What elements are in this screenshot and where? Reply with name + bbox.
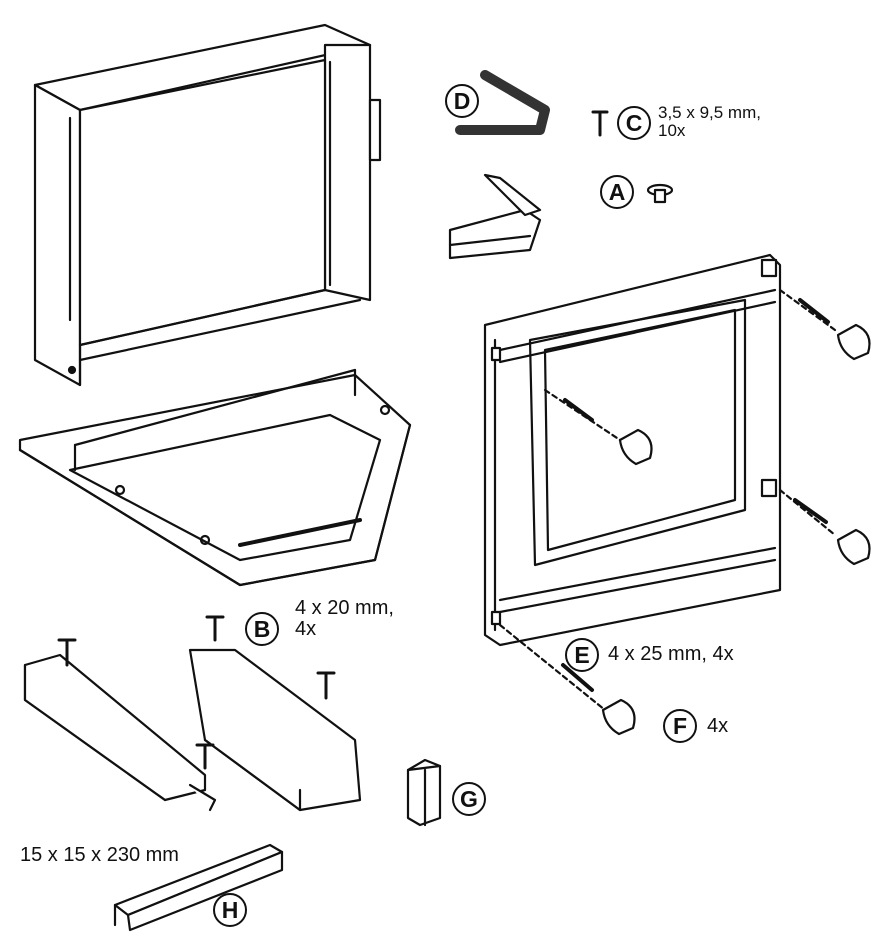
- rail-left: [23, 653, 217, 812]
- part-c-spec-line1: 3,5 x 9,5 mm,: [658, 103, 761, 122]
- base-tray: [18, 368, 412, 587]
- rail-right: [188, 648, 362, 812]
- part-h-badge: H: [213, 893, 247, 927]
- cabinet-box: [33, 23, 382, 387]
- part-c-badge: C: [617, 106, 651, 140]
- screw-c-icon: [591, 110, 609, 137]
- peg-a-icon: [646, 183, 674, 204]
- part-f-spec: 4x: [707, 715, 729, 737]
- part-b-badge: B: [245, 612, 279, 646]
- bracket-a: [448, 173, 542, 260]
- bar-h: [113, 843, 284, 932]
- screw-b-icon: [57, 615, 336, 770]
- part-b-spec-line1: 4 x 20 mm,: [295, 597, 394, 619]
- part-f-badge: F: [663, 709, 697, 743]
- part-c-spec: 3,5 x 9,5 mm, 10x: [658, 104, 761, 140]
- part-b-spec-line2: 4x: [295, 618, 317, 640]
- block-g: [406, 758, 442, 827]
- strip-d: [455, 70, 550, 135]
- part-g-badge: G: [452, 782, 486, 816]
- part-c-spec-line2: 10x: [658, 120, 686, 140]
- part-b-spec: 4 x 20 mm, 4x: [295, 598, 394, 640]
- part-e-spec: 4 x 25 mm, 4x: [608, 643, 734, 665]
- part-d-badge: D: [445, 84, 479, 118]
- knob-icon: [601, 323, 871, 736]
- part-h-spec: 15 x 15 x 230 mm: [20, 844, 179, 866]
- part-a-badge: A: [600, 175, 634, 209]
- door-screws: [498, 288, 837, 712]
- part-e-badge: E: [565, 638, 599, 672]
